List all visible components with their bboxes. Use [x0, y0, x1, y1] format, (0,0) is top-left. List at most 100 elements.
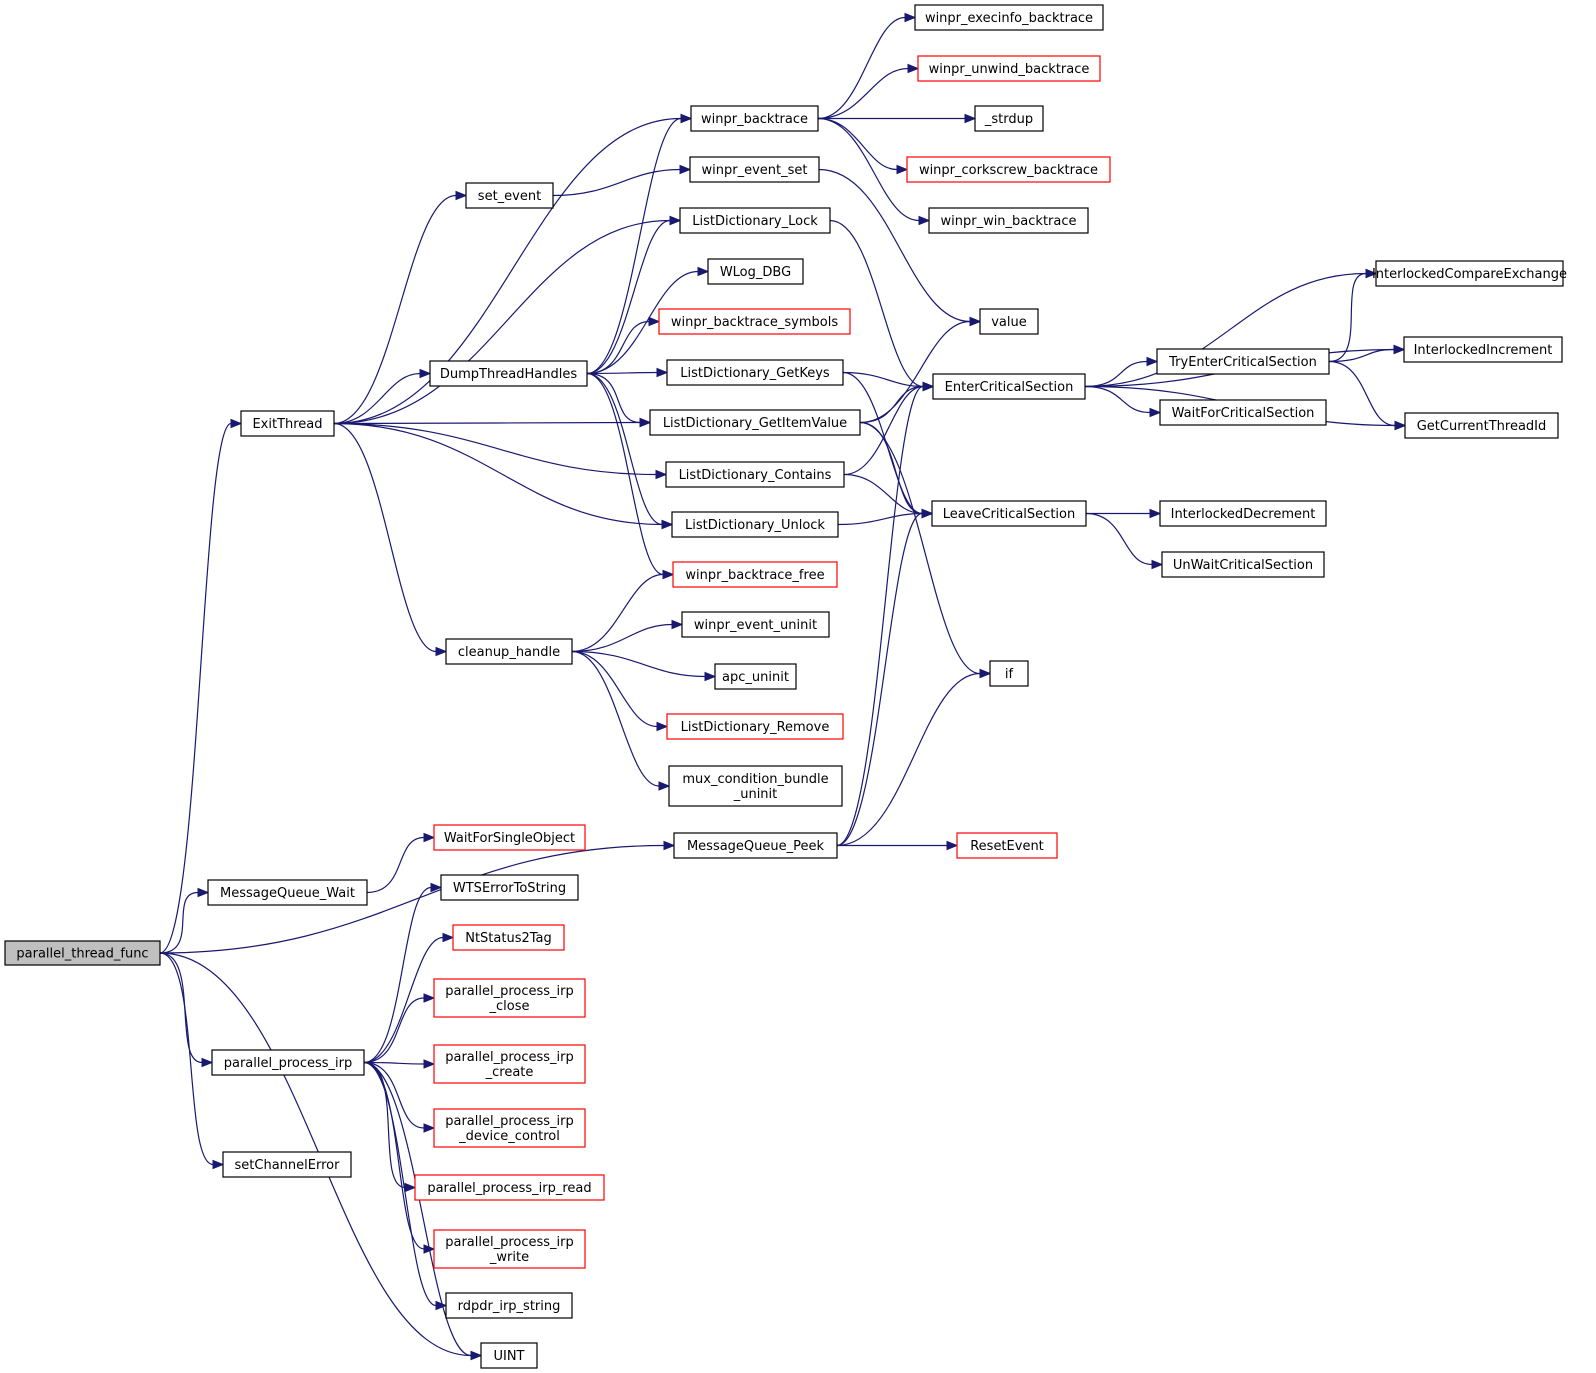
node-get-current-thread-id[interactable]: GetCurrentThreadId — [1404, 412, 1559, 439]
node-set-channel-error[interactable]: setChannelError — [222, 1151, 352, 1178]
node-box — [4, 940, 161, 966]
node-enter-critical-section[interactable]: EnterCriticalSection — [932, 373, 1086, 400]
edge-arrowhead — [697, 266, 710, 277]
node-message-queue-peek[interactable]: MessageQueue_Peek — [673, 832, 838, 859]
node-box — [928, 207, 1089, 234]
edge-line — [363, 886, 432, 1064]
call-edge — [836, 508, 934, 847]
edge-line — [159, 952, 203, 1064]
node-winpr-win-backtrace[interactable]: winpr_win_backtrace — [928, 207, 1089, 234]
call-edge — [1328, 344, 1406, 363]
node-message-queue-wait[interactable]: MessageQueue_Wait — [207, 879, 368, 906]
node-label: UINT — [493, 1349, 524, 1364]
node-parallel-process-irp-device-control[interactable]: parallel_process_irp_device_control — [433, 1108, 586, 1148]
node-list-dictionary-unlock[interactable]: ListDictionary_Unlock — [671, 511, 839, 538]
node-label-line: WaitForCriticalSection — [1172, 406, 1315, 421]
edge-arrowhead — [442, 932, 455, 943]
call-edge — [1084, 356, 1159, 388]
node-winpr-backtrace[interactable]: winpr_backtrace — [690, 105, 819, 132]
node-wtserror-to-string[interactable]: WTSErrorToString — [440, 874, 579, 901]
node-box — [1404, 412, 1559, 439]
node-interlocked-decrement[interactable]: InterlockedDecrement — [1159, 500, 1327, 527]
node-exit-thread[interactable]: ExitThread — [240, 410, 335, 437]
node-label-line: UINT — [493, 1349, 524, 1364]
edge-line — [363, 936, 444, 1064]
node-dump-thread-handles[interactable]: DumpThreadHandles — [429, 360, 588, 387]
node-label: ListDictionary_GetItemValue — [663, 416, 847, 431]
node-rdpdr-irp-string[interactable]: rdpdr_irp_string — [445, 1292, 573, 1319]
node-list-dictionary-contains[interactable]: ListDictionary_Contains — [665, 461, 845, 488]
node-label: MessageQueue_Peek — [687, 839, 825, 854]
node-reset-event[interactable]: ResetEvent — [956, 832, 1058, 859]
node-label-line: parallel_process_irp — [445, 1235, 574, 1250]
node-list-dictionary-get-keys[interactable]: ListDictionary_GetKeys — [666, 359, 844, 386]
node-parallel-process-irp-close[interactable]: parallel_process_irp_close — [433, 978, 586, 1018]
edge-arrowhead — [904, 12, 917, 23]
node-un-wait-critical-section[interactable]: UnWaitCriticalSection — [1161, 551, 1325, 578]
node-label: WaitForCriticalSection — [1172, 406, 1315, 421]
node-parallel-thread-func[interactable]: parallel_thread_func — [4, 940, 161, 966]
call-edge — [1086, 508, 1162, 519]
edge-line — [366, 836, 425, 894]
node-label: TryEnterCriticalSection — [1168, 355, 1317, 370]
node-winpr-unwind-backtrace[interactable]: winpr_unwind_backtrace — [917, 55, 1101, 82]
edge-line — [586, 371, 658, 375]
edge-line — [333, 422, 663, 526]
node-parallel-process-irp-write[interactable]: parallel_process_irp_write — [433, 1229, 586, 1269]
node-strdup[interactable]: _strdup — [974, 105, 1044, 132]
node-cleanup-handle[interactable]: cleanup_handle — [445, 638, 573, 665]
node-label-line: winpr_unwind_backtrace — [929, 62, 1090, 77]
node-list-dictionary-remove[interactable]: ListDictionary_Remove — [666, 713, 844, 740]
node-box — [666, 359, 844, 386]
node-try-enter-critical-section[interactable]: TryEnterCriticalSection — [1156, 348, 1330, 375]
node-leave-critical-section[interactable]: LeaveCriticalSection — [931, 500, 1087, 527]
node-parallel-process-irp[interactable]: parallel_process_irp — [211, 1049, 365, 1076]
call-edge — [817, 12, 917, 120]
call-edge — [363, 1061, 417, 1193]
node-uint[interactable]: UINT — [480, 1342, 538, 1369]
edge-arrowhead — [470, 1350, 483, 1361]
call-edge — [571, 650, 671, 791]
node-parallel-process-irp-create[interactable]: parallel_process_irp_create — [433, 1044, 586, 1084]
node-wait-for-critical-section[interactable]: WaitForCriticalSection — [1159, 399, 1327, 426]
node-parallel-process-irp-read[interactable]: parallel_process_irp_read — [414, 1174, 605, 1201]
node-wait-for-single-object[interactable]: WaitForSingleObject — [433, 824, 586, 851]
node-label-line: _close — [489, 999, 530, 1014]
node-box — [689, 156, 820, 183]
edge-line — [859, 421, 981, 675]
edge-arrowhead — [419, 368, 432, 379]
node-wlog-dbg[interactable]: WLog_DBG — [707, 258, 804, 285]
node-nt-status2-tag[interactable]: NtStatus2Tag — [452, 924, 565, 951]
edge-line — [363, 997, 425, 1064]
node-box — [429, 360, 588, 387]
edge-arrowhead — [435, 646, 448, 657]
node-value[interactable]: value — [979, 308, 1039, 335]
node-winpr-event-uninit[interactable]: winpr_event_uninit — [681, 611, 830, 638]
node-interlocked-increment[interactable]: InterlockedIncrement — [1403, 336, 1563, 363]
node-winpr-execinfo-backtrace[interactable]: winpr_execinfo_backtrace — [914, 4, 1104, 31]
node-apc-uninit[interactable]: apc_uninit — [714, 663, 797, 690]
node-box — [240, 410, 335, 437]
node-winpr-corkscrew-backtrace[interactable]: winpr_corkscrew_backtrace — [906, 156, 1111, 183]
node-label-line: InterlockedDecrement — [1171, 507, 1316, 522]
node-interlocked-compare-exchange[interactable]: InterlockedCompareExchange — [1372, 260, 1567, 287]
node-winpr-backtrace-free[interactable]: winpr_backtrace_free — [672, 561, 838, 588]
node-label: rdpdr_irp_string — [458, 1299, 561, 1314]
node-box — [222, 1151, 352, 1178]
edge-arrowhead — [455, 190, 468, 201]
edge-arrowhead — [648, 316, 661, 327]
node-list-dictionary-lock[interactable]: ListDictionary_Lock — [679, 207, 831, 234]
call-edge — [817, 117, 909, 175]
edge-arrowhead — [1146, 356, 1159, 367]
node-winpr-event-set[interactable]: winpr_event_set — [689, 156, 820, 183]
node-label: cleanup_handle — [458, 645, 560, 660]
edge-line — [159, 952, 214, 1166]
edge-line — [586, 320, 650, 375]
node-set-event[interactable]: set_event — [465, 182, 554, 209]
node-if[interactable]: if — [989, 660, 1029, 687]
node-list-dictionary-get-item-value[interactable]: ListDictionary_GetItemValue — [649, 409, 861, 436]
node-winpr-backtrace-symbols[interactable]: winpr_backtrace_symbols — [658, 308, 851, 335]
node-mux-condition-bundle-uninit[interactable]: mux_condition_bundle_uninit — [668, 765, 843, 807]
node-label: winpr_event_uninit — [694, 618, 817, 633]
edge-arrowhead — [907, 63, 920, 74]
